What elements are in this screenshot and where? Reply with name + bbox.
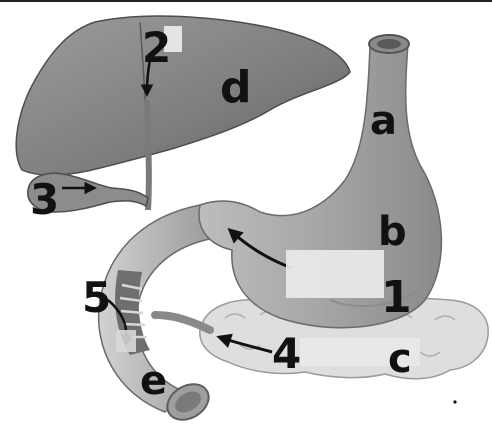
liver	[16, 16, 350, 175]
label-1: 1	[381, 272, 412, 323]
label-d: d	[220, 62, 252, 113]
common-bile-duct	[147, 100, 149, 210]
label-5: 5	[82, 273, 111, 322]
pancreatic-duct	[155, 315, 210, 330]
label-e: e	[140, 358, 167, 404]
label-2: 2	[142, 23, 171, 72]
label-a: a	[370, 98, 397, 144]
label-c: c	[388, 336, 412, 382]
label-b: b	[378, 209, 407, 255]
dot-mark	[453, 400, 456, 403]
label-3: 3	[30, 175, 59, 224]
label-4: 4	[272, 329, 301, 378]
label-mask	[116, 330, 136, 352]
label-mask	[286, 250, 384, 298]
